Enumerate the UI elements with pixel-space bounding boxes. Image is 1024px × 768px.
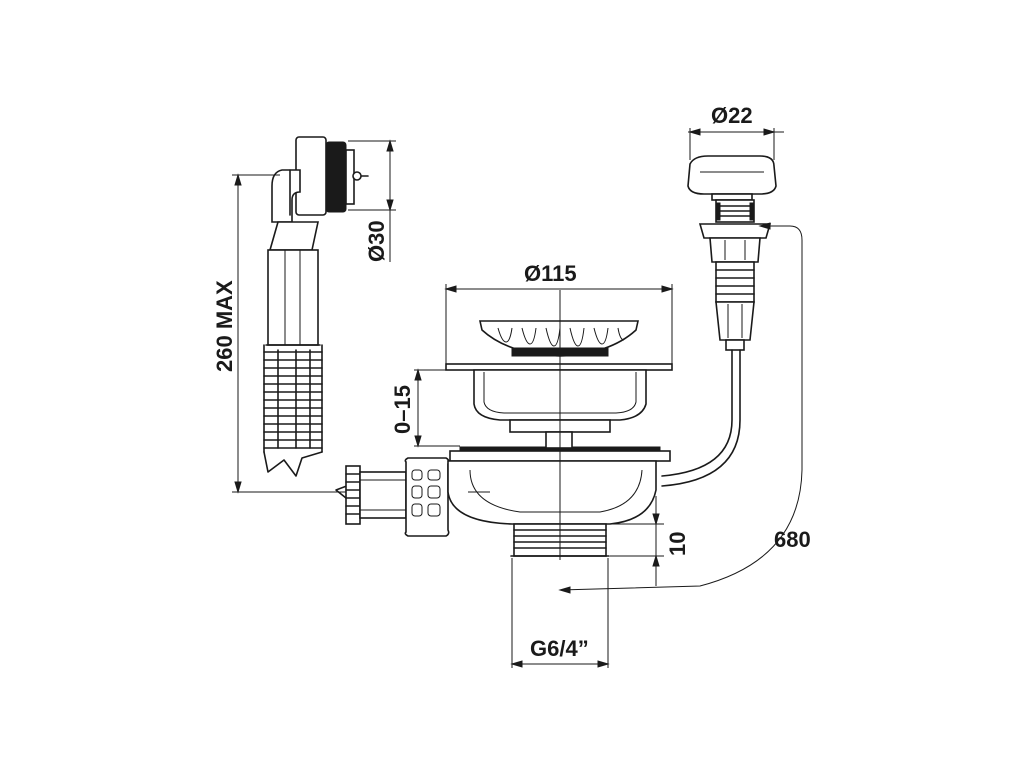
overflow-diameter-label: Ø30 xyxy=(364,220,389,262)
cable-length-label: 680 xyxy=(774,527,811,552)
strainer-adjust-label: 0–15 xyxy=(390,385,415,434)
overflow-assembly: 260 MAX Ø30 xyxy=(212,136,396,494)
thread-size-label: G6/4” xyxy=(530,636,589,661)
strainer-diameter-label: Ø115 xyxy=(524,261,577,286)
knob-diameter-label: Ø22 xyxy=(711,103,753,128)
lower-dimensions: G6/4” 10 680 xyxy=(510,222,811,668)
strainer-basket: Ø115 0–15 xyxy=(390,261,674,560)
overflow-height-label: 260 MAX xyxy=(212,280,237,372)
side-inlet-connector xyxy=(335,457,450,537)
bowl-body xyxy=(447,446,671,557)
control-knob: Ø22 xyxy=(661,103,784,487)
thread-length-label: 10 xyxy=(665,532,690,556)
